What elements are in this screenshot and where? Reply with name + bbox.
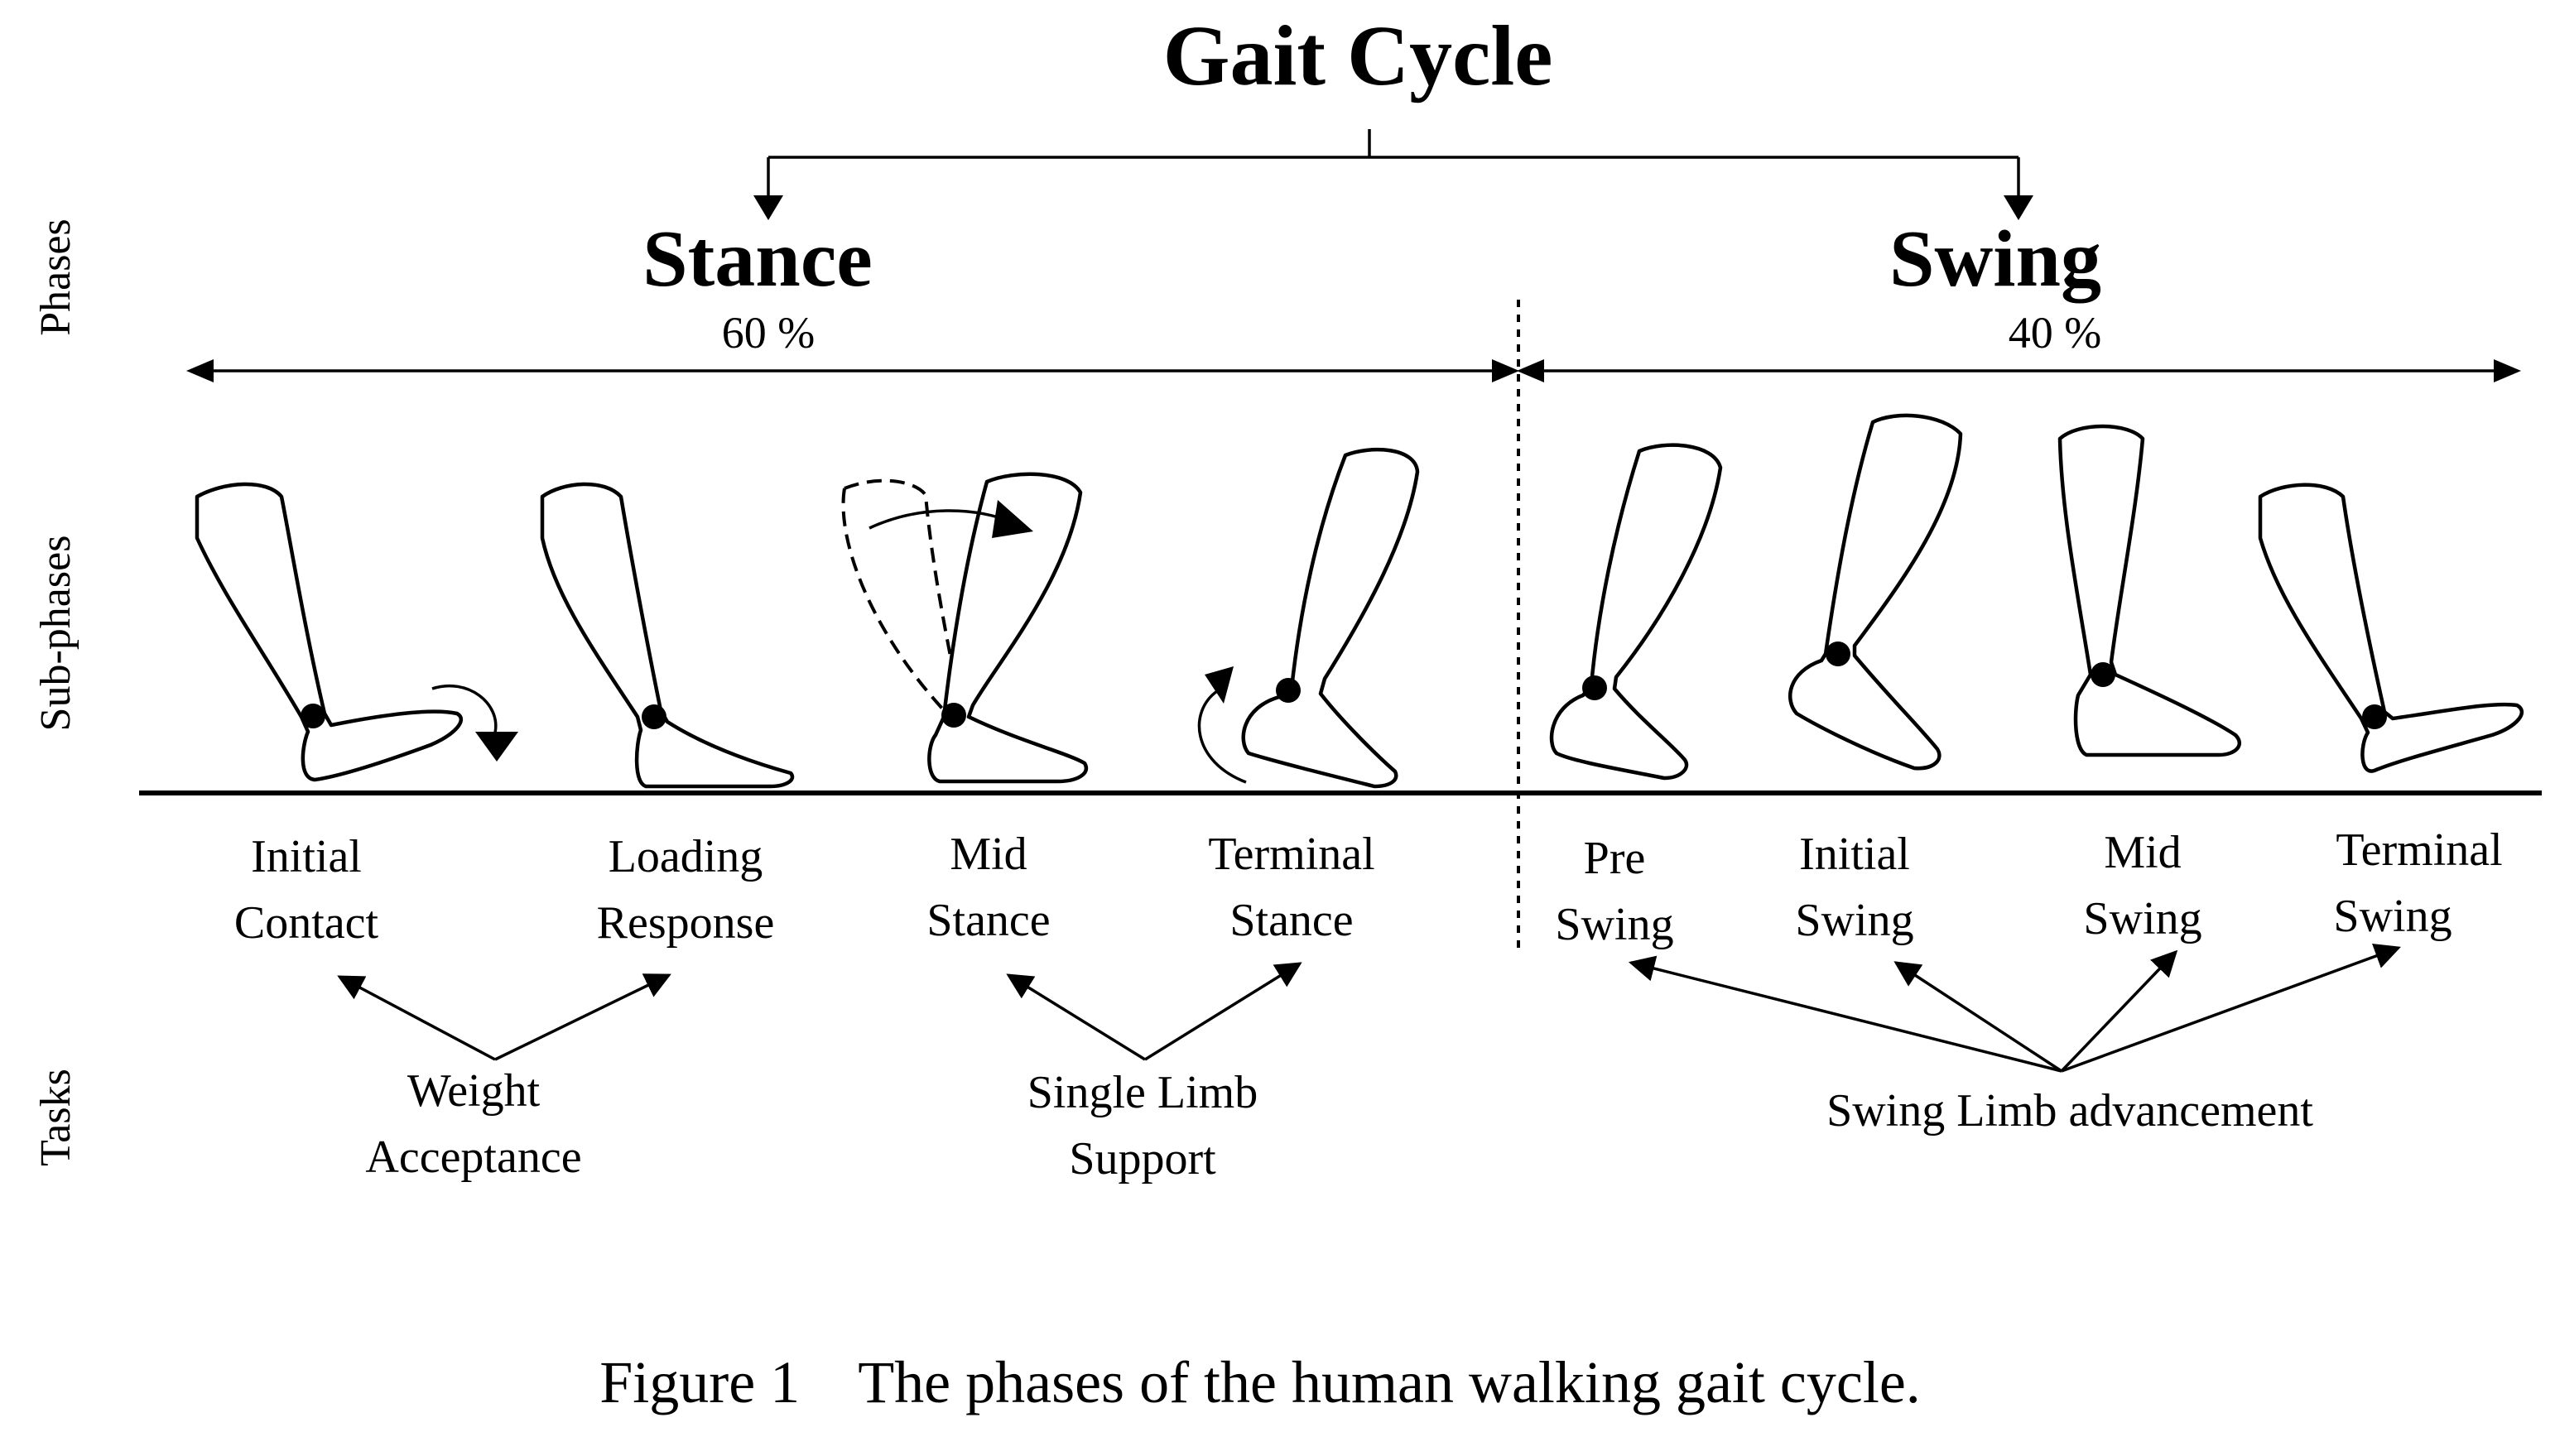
title-bracket — [753, 129, 2033, 220]
task-weight-acceptance-line2: Acceptance — [365, 1132, 581, 1183]
stance-span-arrow — [186, 359, 1519, 382]
subphase-mid-swing-line1: Mid — [2104, 827, 2181, 878]
caption-text: The phases of the human walking gait cyc… — [858, 1349, 1921, 1415]
figure-caption: Figure 1 The phases of the human walking … — [599, 1349, 1921, 1415]
subphase-labels: Initial Contact Loading Response Mid Sta… — [234, 824, 2503, 950]
task-swing-limb-advancement: Swing Limb advancement — [1826, 1085, 2313, 1136]
leg-initial-contact — [195, 482, 518, 782]
leg-mid-swing — [2057, 424, 2241, 757]
subphase-initial-swing-line1: Initial — [1799, 829, 1910, 880]
subphase-terminal-swing-line2: Swing — [2333, 891, 2452, 942]
subphase-mid-stance-line1: Mid — [950, 829, 1027, 880]
subphase-loading-response-line1: Loading — [609, 831, 763, 882]
task-weight-acceptance-line1: Weight — [407, 1065, 541, 1117]
phases-axis-label: Phases — [32, 219, 79, 336]
subphase-initial-contact-line1: Initial — [251, 831, 362, 882]
subphase-initial-swing-line2: Swing — [1795, 895, 1913, 946]
task-single-limb-support-line2: Support — [1069, 1133, 1216, 1185]
subphase-terminal-stance-line2: Stance — [1229, 895, 1353, 946]
task-single-limb-support-line1: Single Limb — [1027, 1067, 1258, 1118]
leg-loading-response — [540, 482, 795, 789]
single-limb-support-arrows — [1006, 962, 1302, 1061]
stance-phase-label: Stance — [642, 214, 873, 304]
swing-span-arrow — [1517, 359, 2521, 382]
subphase-mid-swing-line2: Swing — [2083, 893, 2201, 944]
leg-terminal-swing — [2258, 483, 2524, 773]
leg-terminal-stance — [1197, 447, 1420, 789]
leg-mid-stance — [841, 472, 1089, 784]
swing-limb-advancement-arrows — [1628, 943, 2401, 1073]
stance-percent: 60 % — [722, 308, 815, 358]
leg-pre-swing — [1549, 443, 1723, 781]
caption-number: Figure 1 — [599, 1349, 800, 1415]
subphase-mid-stance-line2: Stance — [926, 895, 1050, 946]
subphase-terminal-swing-line1: Terminal — [2336, 824, 2502, 876]
swing-phase-label: Swing — [1889, 214, 2101, 304]
tasks-axis-label: Tasks — [32, 1069, 79, 1166]
subphases-axis-label: Sub-phases — [32, 536, 79, 732]
subphase-terminal-stance-line1: Terminal — [1208, 829, 1374, 880]
leg-initial-swing — [1788, 413, 1963, 771]
subphase-pre-swing-line2: Swing — [1555, 899, 1673, 950]
subphase-initial-contact-line2: Contact — [234, 897, 379, 949]
subphase-loading-response-line2: Response — [597, 897, 775, 949]
weight-acceptance-arrows — [337, 973, 671, 1061]
swing-percent: 40 % — [2009, 308, 2101, 358]
diagram-title: Gait Cycle — [1163, 8, 1553, 103]
subphase-pre-swing-line1: Pre — [1584, 833, 1646, 884]
